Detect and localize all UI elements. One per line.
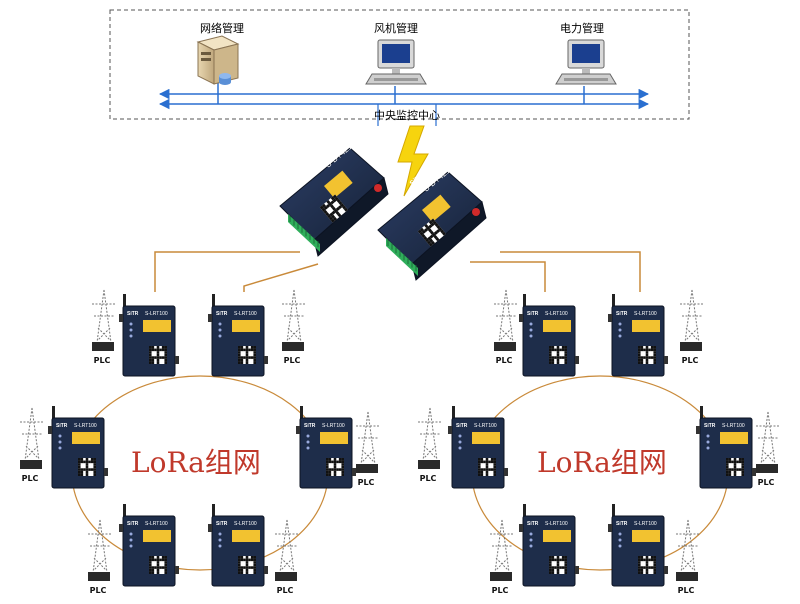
terminal-brand-label: SiTR bbox=[216, 521, 228, 527]
terminal-brand-label: SiTR bbox=[56, 423, 68, 429]
server-icon bbox=[196, 35, 240, 85]
terminal-model-label: S-LRT100 bbox=[322, 423, 345, 429]
lora-terminal-device: SiTR S-LRT100 bbox=[119, 504, 179, 587]
lora-terminal-device: SiTR S-LRT100 bbox=[296, 406, 356, 489]
terminal-brand-label: SiTR bbox=[704, 423, 716, 429]
terminal-brand-label: SiTR bbox=[616, 521, 628, 527]
power-tower-icon bbox=[756, 411, 780, 473]
plc-label: PLC bbox=[495, 356, 513, 365]
plc-label: PLC bbox=[681, 356, 699, 365]
power-tower-icon bbox=[20, 407, 44, 469]
lora-network-label-right: LoRa组网 bbox=[537, 446, 667, 479]
plc-label: PLC bbox=[21, 474, 39, 483]
power-tower-icon bbox=[275, 519, 299, 581]
power-tower-icon bbox=[282, 289, 306, 351]
terminal-brand-label: SiTR bbox=[456, 423, 468, 429]
plc-label: PLC bbox=[93, 356, 111, 365]
plc-layer bbox=[20, 289, 780, 581]
wireless-link-lightning-icon bbox=[397, 125, 429, 197]
lora-network-label-left: LoRa组网 bbox=[131, 446, 261, 479]
terminal-model-label: S-LRT100 bbox=[634, 521, 657, 527]
terminal-model-label: S-LRT100 bbox=[234, 311, 257, 317]
wire-gateway-left-a bbox=[154, 251, 300, 292]
lora-terminal-device: SiTR S-LRT100 bbox=[608, 504, 668, 587]
lora-terminal-device: SiTR S-LRT100 bbox=[208, 504, 268, 587]
terminal-brand-label: SiTR bbox=[616, 311, 628, 317]
plc-label: PLC bbox=[491, 586, 509, 595]
power-tower-icon bbox=[494, 289, 518, 351]
plc-label: PLC bbox=[757, 478, 775, 487]
terminal-brand-label: SiTR bbox=[127, 311, 139, 317]
workstation-label-network: 网络管理 bbox=[200, 22, 244, 35]
terminal-brand-label: SiTR bbox=[304, 423, 316, 429]
lora-terminal-device: SiTR S-LRT100 bbox=[519, 504, 579, 587]
plc-label: PLC bbox=[419, 474, 437, 483]
terminal-model-label: S-LRT100 bbox=[722, 423, 745, 429]
lora-terminal-device: SiTR S-LRT100 bbox=[208, 294, 268, 377]
terminal-brand-label: SiTR bbox=[527, 311, 539, 317]
power-tower-icon bbox=[490, 519, 514, 581]
lora-terminal-device: SiTR S-LRT100 bbox=[608, 294, 668, 377]
workstation-label-turbine: 风机管理 bbox=[374, 22, 418, 35]
terminal-model-label: S-LRT100 bbox=[145, 311, 168, 317]
plc-label: PLC bbox=[276, 586, 294, 595]
wire-gateway-right-b bbox=[500, 251, 641, 292]
power-tower-icon bbox=[92, 289, 116, 351]
control-center-label: 中央监控中心 bbox=[374, 109, 440, 122]
plc-label: PLC bbox=[89, 586, 107, 595]
control-center-box bbox=[109, 9, 690, 120]
power-tower-icon bbox=[680, 289, 704, 351]
wire-gateway-right-a bbox=[470, 261, 546, 292]
power-tower-icon bbox=[676, 519, 700, 581]
lora-terminal-device: SiTR S-LRT100 bbox=[696, 406, 756, 489]
terminal-brand-label: SiTR bbox=[127, 521, 139, 527]
power-tower-icon bbox=[88, 519, 112, 581]
terminal-model-label: S-LRT100 bbox=[145, 521, 168, 527]
terminal-model-label: S-LRT100 bbox=[74, 423, 97, 429]
workstation-label-power: 电力管理 bbox=[560, 22, 604, 35]
terminal-model-label: S-LRT100 bbox=[634, 311, 657, 317]
power-tower-icon bbox=[418, 407, 442, 469]
computer-icon bbox=[365, 39, 427, 85]
lora-terminal-device: SiTR S-LRT100 bbox=[448, 406, 508, 489]
terminal-model-label: S-LRT100 bbox=[545, 521, 568, 527]
computer-icon bbox=[555, 39, 617, 85]
plc-label: PLC bbox=[677, 586, 695, 595]
lora-terminal-device: SiTR S-LRT100 bbox=[119, 294, 179, 377]
power-tower-icon bbox=[356, 411, 380, 473]
terminal-model-label: S-LRT100 bbox=[545, 311, 568, 317]
terminal-brand-label: SiTR bbox=[216, 311, 228, 317]
lora-terminal-device: SiTR S-LRT100 bbox=[48, 406, 108, 489]
wire-gateway-left-b bbox=[243, 263, 319, 292]
terminal-model-label: S-LRT100 bbox=[234, 521, 257, 527]
terminal-model-label: S-LRT100 bbox=[474, 423, 497, 429]
terminal-brand-label: SiTR bbox=[527, 521, 539, 527]
lora-terminal-device: SiTR S-LRT100 bbox=[519, 294, 579, 377]
plc-label: PLC bbox=[283, 356, 301, 365]
plc-label: PLC bbox=[357, 478, 375, 487]
